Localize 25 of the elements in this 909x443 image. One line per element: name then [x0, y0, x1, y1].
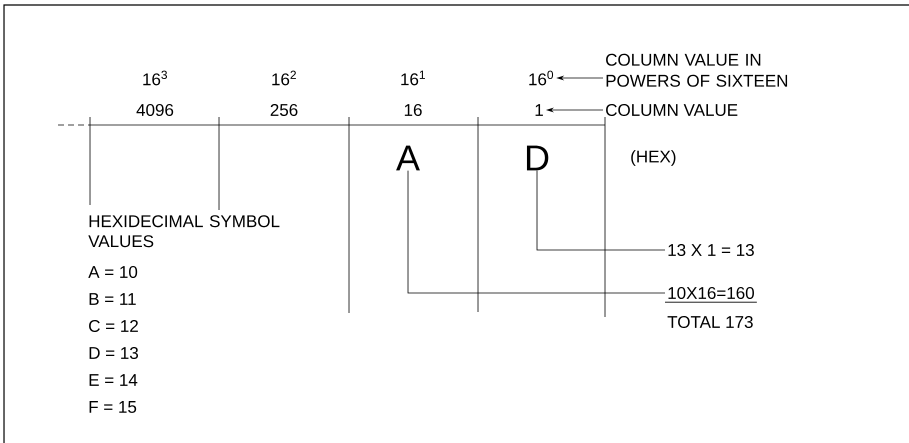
node-text: A	[396, 146, 420, 170]
node-text: 16$^{0}$	[529, 70, 554, 86]
label-text: HEXIDECIMAL SYMBOL VALUES	[88, 215, 280, 248]
label-text: B = 11	[90, 293, 136, 305]
label-text: 256	[270, 104, 298, 116]
label-text: 16$^{1}$	[401, 70, 425, 86]
leader-line	[408, 170, 666, 294]
label-text: TOTAL 173	[668, 316, 753, 328]
node-text: D	[526, 146, 548, 170]
label-text: 16	[404, 104, 422, 116]
label-text: A = 10	[88, 266, 138, 278]
label-text: 16$^{2}$	[272, 70, 296, 86]
node-text: 13 X 1 = 13	[668, 244, 754, 256]
label-text: D = 13	[90, 346, 138, 360]
node-text: 10X16=160	[668, 286, 754, 300]
label-text: 16$^{3}$	[143, 70, 167, 86]
leader-line	[536, 170, 666, 250]
label-text: E = 14	[90, 374, 138, 386]
label-text: F = 15	[90, 401, 136, 413]
label-text: (HEX)	[631, 150, 676, 166]
label-text: 4096	[136, 104, 174, 116]
node-text: 1	[536, 104, 543, 116]
node-text: COLUMN VALUE IN POWERS OF SIXTEEN	[606, 54, 788, 87]
label-text: C = 12	[89, 320, 138, 332]
node-text: COLUMN VALUE	[606, 104, 738, 116]
